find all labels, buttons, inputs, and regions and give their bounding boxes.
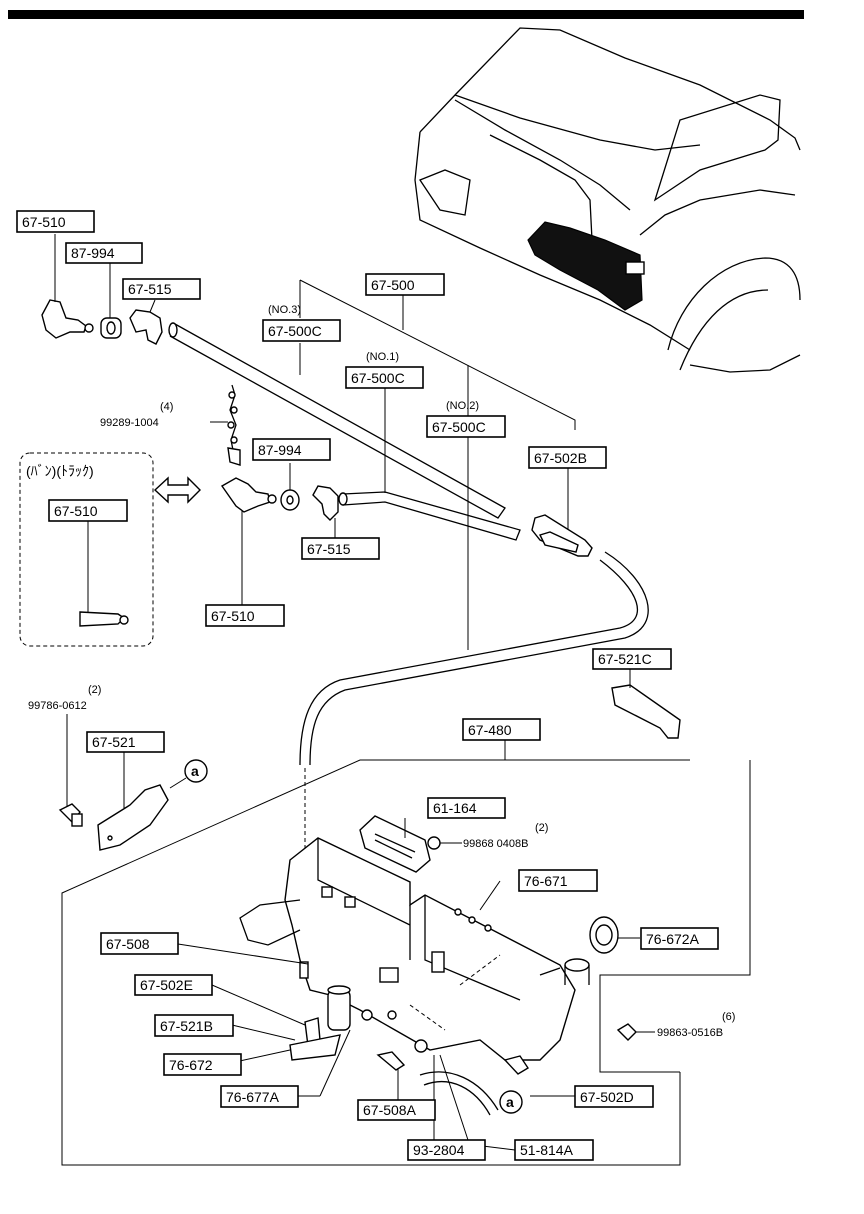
label-67-510-top: 67-510 <box>22 214 66 230</box>
screw-chain <box>227 384 241 466</box>
hose-no3 <box>168 322 506 519</box>
filler-cover <box>359 815 431 873</box>
label-67-510-mid: 67-510 <box>211 608 255 624</box>
label-67-508a: 67-508A <box>363 1102 417 1118</box>
label-61-164: 61-164 <box>433 800 477 816</box>
bracket-521c <box>611 684 681 739</box>
label-67-521c: 67-521C <box>598 651 652 667</box>
label-67-510-box: 67-510 <box>54 503 98 519</box>
label-no3: (NO.3) <box>268 304 301 316</box>
label-no2: (NO.2) <box>446 400 479 412</box>
label-67-500c-no1: 67-500C <box>351 370 405 386</box>
label-67-508: 67-508 <box>106 936 150 952</box>
label-67-515-top: 67-515 <box>128 281 172 297</box>
joint-502b <box>531 514 593 557</box>
label-67-500c-no2: 67-500C <box>432 419 486 435</box>
variant-box <box>19 452 154 647</box>
bolt-99863 <box>616 1023 637 1041</box>
clip-top <box>129 309 163 345</box>
label-76-671: 76-671 <box>524 873 568 889</box>
label-no1: (NO.1) <box>366 351 399 363</box>
filler-neck <box>564 958 590 985</box>
label-87-994-mid: 87-994 <box>258 442 302 458</box>
label-67-500: 67-500 <box>371 277 415 293</box>
screw-99868 <box>427 836 441 850</box>
label-99868: 99868 0408B <box>463 838 528 850</box>
label-qty-4: (4) <box>160 401 173 413</box>
swap-arrow-icon <box>153 476 201 504</box>
label-variant: (ﾊﾞﾝ)(ﾄﾗｯｸ) <box>26 463 94 479</box>
label-99786: 99786-0612 <box>28 700 87 712</box>
bracket-521 <box>97 784 169 851</box>
label-67-502b: 67-502B <box>534 450 587 466</box>
label-93-2804: 93-2804 <box>413 1142 465 1158</box>
vehicle-illustration <box>414 27 801 373</box>
grommet-top <box>100 317 122 339</box>
label-51-814a: 51-814A <box>520 1142 574 1158</box>
label-ref-a2: a <box>506 1094 514 1110</box>
washer-jet-top <box>41 299 94 339</box>
label-67-500c-no3: 67-500C <box>268 323 322 339</box>
tank-cap <box>589 916 619 954</box>
label-99289: 99289-1004 <box>100 417 159 429</box>
label-87-994-top: 87-994 <box>71 245 115 261</box>
label-qty-2a: (2) <box>88 684 101 696</box>
pump-parts <box>289 961 529 1116</box>
clip-mid <box>312 485 339 521</box>
label-76-672: 76-672 <box>169 1057 213 1073</box>
grommet-mid <box>280 489 300 511</box>
label-ref-a1: a <box>191 763 199 779</box>
label-67-480: 67-480 <box>468 722 512 738</box>
label-99863: 99863-0516B <box>657 1027 723 1039</box>
label-76-677a: 76-677A <box>226 1089 280 1105</box>
hose-no1 <box>338 491 521 541</box>
label-qty-2b: (2) <box>535 822 548 834</box>
label-qty-6: (6) <box>722 1011 735 1023</box>
label-67-502e: 67-502E <box>140 977 193 993</box>
bolt-99786 <box>58 803 83 827</box>
header-bar <box>8 10 804 19</box>
washer-jet-mid <box>220 477 277 513</box>
label-67-515-mid: 67-515 <box>307 541 351 557</box>
label-76-672a: 76-672A <box>646 931 700 947</box>
label-67-521: 67-521 <box>92 734 136 750</box>
label-67-521b: 67-521B <box>160 1018 213 1034</box>
label-67-502d: 67-502D <box>580 1089 634 1105</box>
